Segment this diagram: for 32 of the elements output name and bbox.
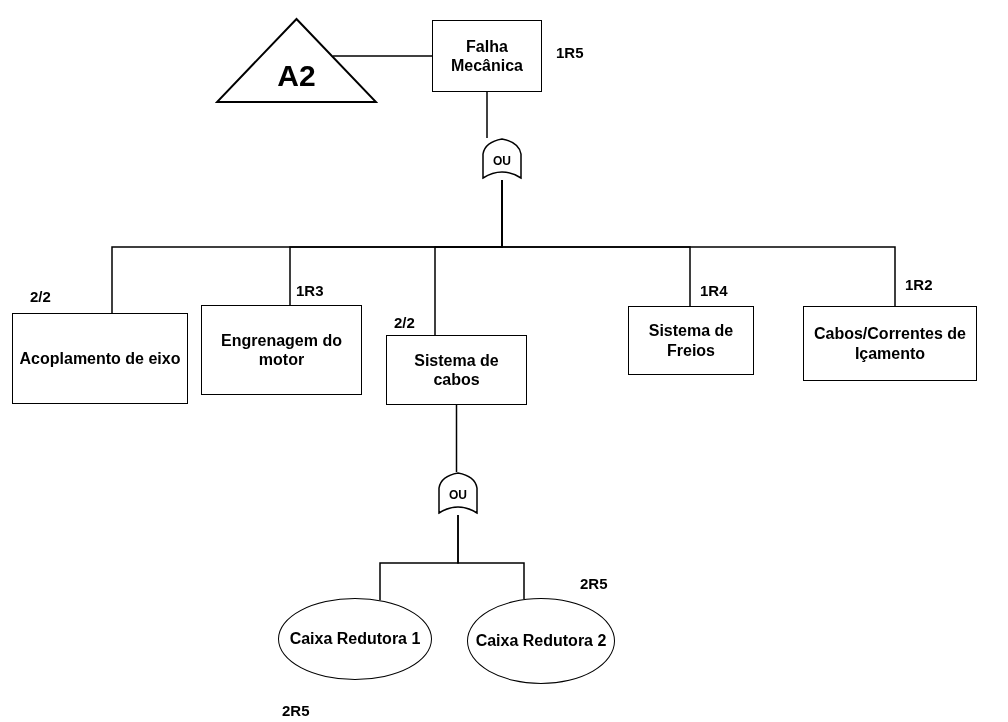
event-box: [12, 313, 188, 404]
connector-line: [455, 404, 458, 473]
event-code: 1R2: [905, 275, 933, 295]
node-label: Cabos/Correntes de Içamento: [812, 324, 967, 363]
event-box: [628, 306, 754, 375]
node-label: Caixa Redutora 1: [288, 629, 422, 649]
event-box: [201, 305, 362, 395]
or-gate: [482, 138, 522, 180]
event-code: 2R5: [580, 574, 608, 594]
node-label: OU: [449, 488, 467, 503]
event-code: 2/2: [394, 313, 415, 333]
node-label: Engrenagem do motor: [220, 330, 343, 370]
node-label: Sistema de cabos: [413, 350, 500, 390]
transfer-triangle: [215, 17, 378, 104]
event-box: [386, 335, 527, 405]
or-gate: [438, 472, 478, 515]
node-label: OU: [493, 153, 511, 169]
node-label: A2: [277, 57, 316, 94]
node-label: Caixa Redutora 2: [474, 631, 608, 651]
connector-line: [457, 514, 525, 600]
event-box: [432, 20, 542, 92]
event-code: 1R5: [556, 43, 584, 63]
connector-line: [332, 55, 433, 57]
event-code: 1R4: [700, 281, 728, 301]
connector-line: [486, 91, 488, 139]
node-label: Sistema de Freios: [647, 321, 735, 360]
event-code: 1R3: [296, 281, 324, 301]
node-label: Acoplamento de eixo: [18, 348, 182, 369]
event-box: [803, 306, 977, 381]
event-code: 2R5: [282, 701, 310, 721]
node-label: Falha Mecânica: [449, 36, 524, 76]
event-code: 2/2: [30, 287, 51, 307]
